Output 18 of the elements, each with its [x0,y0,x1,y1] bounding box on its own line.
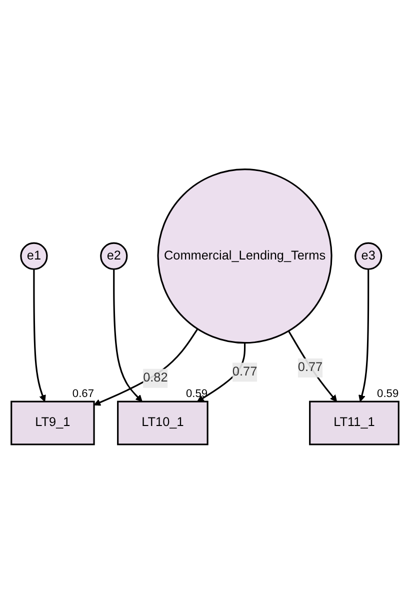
node-box: LT10_1 [117,400,208,445]
arrow [33,268,46,402]
node-circle: Commercial_Lending_Terms [157,168,332,344]
node-circle: e2 [100,242,128,270]
arrow [288,330,338,402]
r-squared-value: 0.59 [186,387,208,400]
arrow [113,268,142,402]
edge-label: 0.77 [232,364,258,378]
arrow [94,328,198,406]
r-squared-value: 0.67 [72,387,94,400]
node-circle: e3 [354,242,382,270]
edge-label: 0.77 [298,360,323,374]
r-squared-value: 0.59 [377,387,399,400]
node-circle: e1 [20,242,48,270]
edge-label: 0.82 [143,370,168,384]
node-box: LT11_1 [309,400,400,445]
arrow [358,268,370,402]
node-box: LT9_1 [10,400,95,445]
